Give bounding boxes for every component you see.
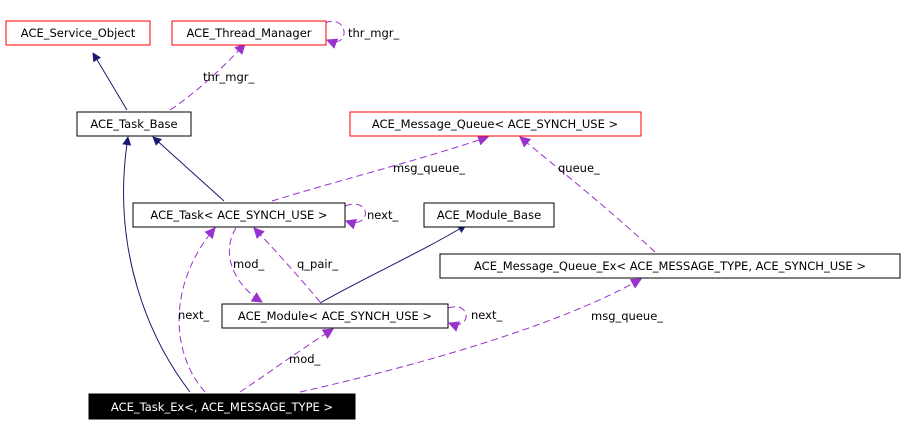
- edge-label-msgqueue: msg_queue_: [393, 161, 465, 175]
- edge-label-thrmgr: thr_mgr_: [203, 70, 255, 84]
- edge-task-self-loop: [344, 203, 366, 230]
- edge-thrmgr-self-loop: [324, 20, 345, 49]
- node-label: ACE_Message_Queue_Ex< ACE_MESSAGE_TYPE, …: [474, 259, 866, 273]
- edge-module-to-task-qpair: [253, 227, 321, 303]
- edge-taskex-to-module-mod: [239, 328, 334, 393]
- edge-label-module-next: next_: [471, 308, 502, 322]
- edge-label-taskex-next: next_: [178, 308, 209, 322]
- node-label: ACE_Task_Ex<, ACE_MESSAGE_TYPE >: [111, 400, 333, 414]
- edge-label-qpair: q_pair_: [297, 257, 338, 271]
- edge-label-thrmgr-self: thr_mgr_: [348, 26, 400, 40]
- node-label: ACE_Module_Base: [437, 208, 541, 222]
- edge-taskbase-to-serviceobject: [92, 52, 128, 111]
- edge-labels: thr_mgr_ thr_mgr_ msg_queue_ queue_ next…: [178, 26, 663, 366]
- edge-label-taskex-msgqueue: msg_queue_: [591, 309, 663, 323]
- edge-label-mod: mod_: [233, 257, 265, 271]
- node-ace-message-queue-ex[interactable]: ACE_Message_Queue_Ex< ACE_MESSAGE_TYPE, …: [439, 253, 901, 279]
- usage-edges: [169, 20, 656, 393]
- node-label: ACE_Message_Queue< ACE_SYNCH_USE >: [372, 117, 618, 131]
- edge-label-queue: queue_: [558, 161, 600, 175]
- edge-module-self-loop: [447, 306, 467, 332]
- node-label: ACE_Module< ACE_SYNCH_USE >: [238, 309, 432, 323]
- node-ace-thread-manager[interactable]: ACE_Thread_Manager: [171, 20, 327, 46]
- node-label: ACE_Task< ACE_SYNCH_USE >: [150, 208, 327, 222]
- node-ace-task-base[interactable]: ACE_Task_Base: [76, 111, 192, 137]
- edge-module-to-modulebase: [319, 224, 467, 304]
- node-label: ACE_Thread_Manager: [186, 26, 311, 40]
- edge-task-to-taskbase: [152, 136, 225, 202]
- node-ace-module[interactable]: ACE_Module< ACE_SYNCH_USE >: [221, 303, 449, 329]
- node-ace-module-base[interactable]: ACE_Module_Base: [423, 202, 555, 228]
- edge-label-task-next: next_: [367, 208, 398, 222]
- edge-taskex-to-queueex-msgqueue: [299, 278, 642, 393]
- edge-task-to-messagequeue: [271, 134, 490, 202]
- inheritance-edges: [92, 52, 467, 393]
- node-ace-task-ex[interactable]: ACE_Task_Ex<, ACE_MESSAGE_TYPE >: [88, 393, 356, 420]
- edge-taskbase-to-threadmanager: [169, 43, 246, 111]
- edge-label-taskex-mod: mod_: [289, 352, 321, 366]
- node-ace-service-object[interactable]: ACE_Service_Object: [5, 20, 151, 46]
- edge-task-to-module-mod: [228, 227, 263, 303]
- node-label: ACE_Service_Object: [21, 26, 136, 40]
- edge-taskex-to-task-next: [178, 227, 216, 393]
- node-ace-task[interactable]: ACE_Task< ACE_SYNCH_USE >: [132, 202, 346, 228]
- node-ace-message-queue[interactable]: ACE_Message_Queue< ACE_SYNCH_USE >: [349, 111, 642, 137]
- node-label: ACE_Task_Base: [90, 117, 177, 131]
- edge-taskex-to-taskbase: [122, 136, 191, 393]
- edge-queueex-to-messagequeue: [519, 136, 656, 253]
